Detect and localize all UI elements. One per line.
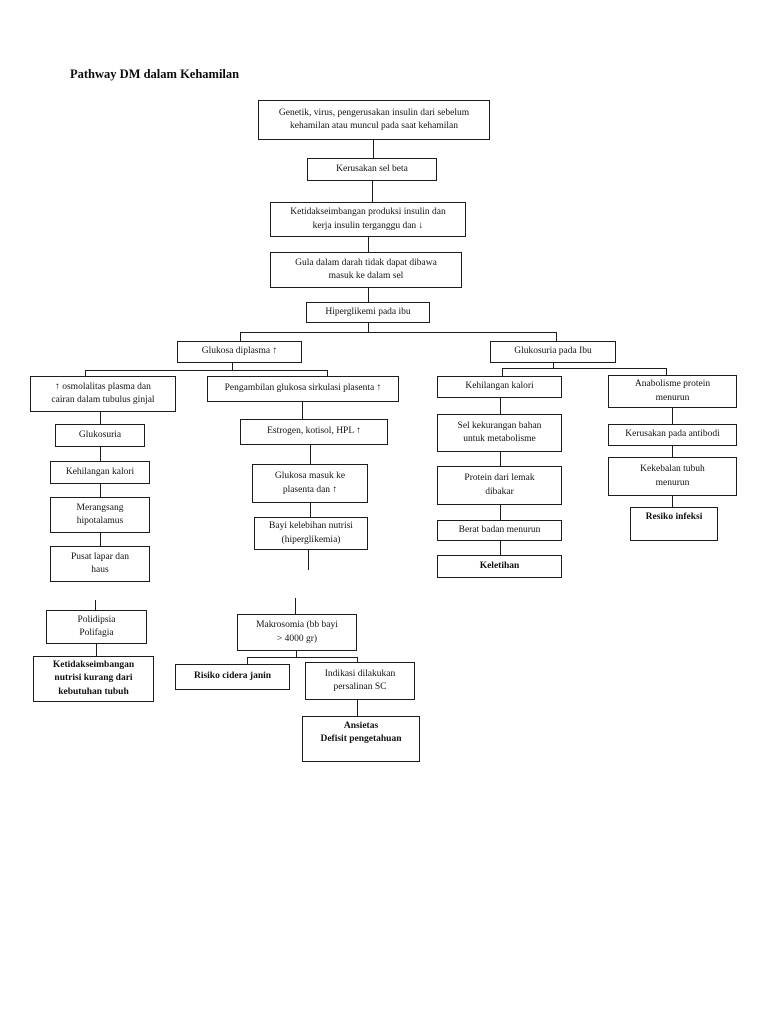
node-kerusakan-antibodi: Kerusakan pada antibodi — [608, 424, 737, 446]
connector-line — [672, 496, 673, 507]
connector-line — [100, 533, 101, 546]
connector-line — [500, 541, 501, 555]
connector-line — [502, 368, 667, 369]
connector-line — [672, 446, 673, 457]
connector-line — [556, 332, 557, 341]
node-berat-badan-menurun: Berat badan menurun — [437, 520, 562, 541]
node-kehilangan-kalori-kiri: Kehilangan kalori — [50, 461, 150, 484]
node-ansietas-defisit: Ansietas Defisit pengetahuan — [302, 716, 420, 762]
node-ketidakseimbangan-nutrisi: Ketidakseimbangan nutrisi kurang dari ke… — [33, 656, 154, 702]
connector-line — [100, 484, 101, 497]
node-makrosomia: Makrosomia (bb bayi > 4000 gr) — [237, 614, 357, 651]
node-kekebalan-tubuh: Kekebalan tubuh menurun — [608, 457, 737, 496]
connector-line — [247, 657, 358, 658]
connector-line — [672, 408, 673, 424]
connector-line — [308, 550, 309, 570]
node-kerusakan-sel-beta: Kerusakan sel beta — [307, 158, 437, 181]
connector-line — [247, 657, 248, 664]
node-sel-kekurangan-bahan: Sel kekurangan bahan untuk metabolisme — [437, 414, 562, 452]
node-estrogen-kotisol-hpl: Estrogen, kotisol, HPL ↑ — [240, 419, 388, 445]
connector-line — [295, 598, 296, 614]
node-anabolisme-protein: Anabolisme protein menurun — [608, 375, 737, 408]
page-title: Pathway DM dalam Kehamilan — [70, 67, 240, 81]
node-polidipsia-polifagia: Polidipsia Polifagia — [46, 610, 147, 644]
connector-line — [232, 363, 233, 371]
connector-line — [666, 368, 667, 376]
connector-line — [95, 600, 96, 610]
node-pusat-lapar: Pusat lapar dan haus — [50, 546, 150, 582]
connector-line — [85, 370, 328, 371]
connector-line — [96, 644, 97, 656]
connector-line — [368, 288, 369, 302]
node-resiko-infeksi: Resiko infeksi — [630, 507, 718, 541]
connector-line — [368, 237, 369, 252]
connector-line — [302, 402, 303, 419]
node-risiko-cidera-janin: Risiko cidera janin — [175, 664, 290, 690]
node-gula-darah: Gula dalam darah tidak dapat dibawa masu… — [270, 252, 462, 288]
connector-line — [100, 447, 101, 461]
node-bayi-kelebihan-nutrisi: Bayi kelebihan nutrisi (hiperglikemia) — [254, 517, 368, 550]
connector-line — [500, 505, 501, 520]
connector-line — [357, 700, 358, 716]
connector-line — [327, 370, 328, 376]
connector-line — [296, 651, 297, 658]
node-indikasi-sc: Indikasi dilakukan persalinan SC — [305, 662, 415, 700]
node-genetik: Genetik, virus, pengerusakan insulin dar… — [258, 100, 490, 140]
connector-line — [240, 332, 241, 341]
node-osmolalitas: ↑ osmolalitas plasma dan cairan dalam tu… — [30, 376, 176, 412]
node-pengambilan-glukosa: Pengambilan glukosa sirkulasi plasenta ↑ — [207, 376, 399, 402]
connector-line — [372, 181, 373, 202]
connector-line — [500, 398, 501, 414]
node-hiperglikemi: Hiperglikemi pada ibu — [306, 302, 430, 323]
connector-line — [502, 368, 503, 377]
connector-line — [553, 363, 554, 369]
node-ketidakseimbangan-produksi: Ketidakseimbangan produksi insulin dan k… — [270, 202, 466, 237]
connector-line — [373, 140, 374, 158]
node-glukosa-masuk-plasenta: Glukosa masuk ke plasenta dan ↑ — [252, 464, 368, 503]
connector-line — [357, 657, 358, 662]
node-glukosuria-ibu: Glukosuria pada Ibu — [490, 341, 616, 363]
connector-line — [240, 332, 557, 333]
connector-line — [368, 323, 369, 333]
node-glukosuria: Glukosuria — [55, 424, 145, 447]
node-kehilangan-kalori-kanan: Kehilangan kalori — [437, 376, 562, 398]
connector-line — [85, 370, 86, 376]
connector-line — [500, 452, 501, 466]
node-keletihan: Keletihan — [437, 555, 562, 578]
connector-line — [100, 412, 101, 424]
connector-line — [310, 503, 311, 517]
connector-line — [310, 445, 311, 464]
node-merangsang-hipotalamus: Merangsang hipotalamus — [50, 497, 150, 533]
node-glukosa-diplasma: Glukosa diplasma ↑ — [177, 341, 302, 363]
node-protein-lemak-dibakar: Protein dari lemak dibakar — [437, 466, 562, 505]
